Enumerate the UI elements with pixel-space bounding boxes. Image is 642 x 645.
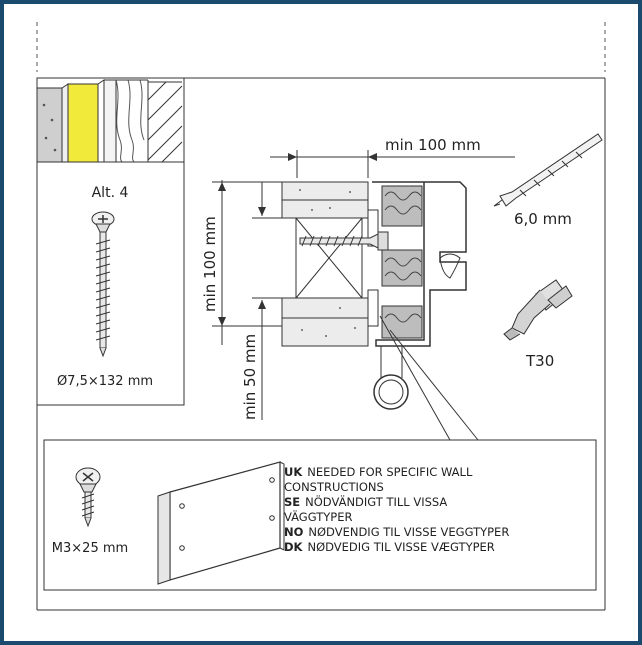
screw-size-label: Ø7,5×132 mm [57, 374, 153, 389]
note-uk-text-1: NEEDED FOR SPECIFIC WALL [307, 465, 473, 479]
note-no-line1: NO NØDVENDIG TIL VISSE VEGGTYPER [284, 525, 624, 540]
drill-bit-icon [493, 133, 603, 207]
language-notes: UK NEEDED FOR SPECIFIC WALL CONSTRUCTIONS… [284, 465, 624, 555]
note-se-text-2: VÄGGTYPER [284, 510, 353, 524]
note-no-code: NO [284, 525, 304, 539]
small-screw-icon [75, 467, 101, 528]
note-uk-line1: UK NEEDED FOR SPECIFIC WALL [284, 465, 624, 480]
alt-label: Alt. 4 [92, 185, 129, 201]
note-dk-text-1: NØDVEDIG TIL VISSE VÆGTYPER [307, 540, 495, 554]
note-uk-line2: CONSTRUCTIONS [284, 480, 624, 495]
bit-label: T30 [525, 352, 554, 370]
note-dk-line1: DK NØDVEDIG TIL VISSE VÆGTYPER [284, 540, 624, 555]
screw-box [36, 161, 185, 406]
drill-size-label: 6,0 mm [514, 210, 572, 228]
note-uk-text-2: CONSTRUCTIONS [284, 480, 384, 494]
note-dk-code: DK [284, 540, 303, 554]
note-se-text-1: NÖDVÄNDIGT TILL VISSA [305, 495, 448, 509]
torx-bit-icon [503, 279, 573, 341]
note-se-line2: VÄGGTYPER [284, 510, 624, 525]
detail-box [43, 439, 597, 591]
note-se-line1: SE NÖDVÄNDIGT TILL VISSA [284, 495, 624, 510]
mounting-plate-icon [157, 461, 285, 585]
min-100-vertical-label: min 100 mm [201, 216, 219, 312]
note-uk-code: UK [284, 465, 303, 479]
min-100-horizontal-label: min 100 mm [385, 136, 481, 154]
wall-type-thumbnail [36, 77, 185, 163]
wall-screw-icon [91, 211, 115, 358]
min-50-vertical-label: min 50 mm [241, 334, 259, 420]
cross-section-drawing: min 100 mm min 100 mm min 50 mm [201, 136, 515, 441]
note-no-text-1: NØDVENDIG TIL VISSE VEGGTYPER [308, 525, 510, 539]
small-screw-label: M3×25 mm [52, 541, 128, 556]
note-se-code: SE [284, 495, 301, 509]
